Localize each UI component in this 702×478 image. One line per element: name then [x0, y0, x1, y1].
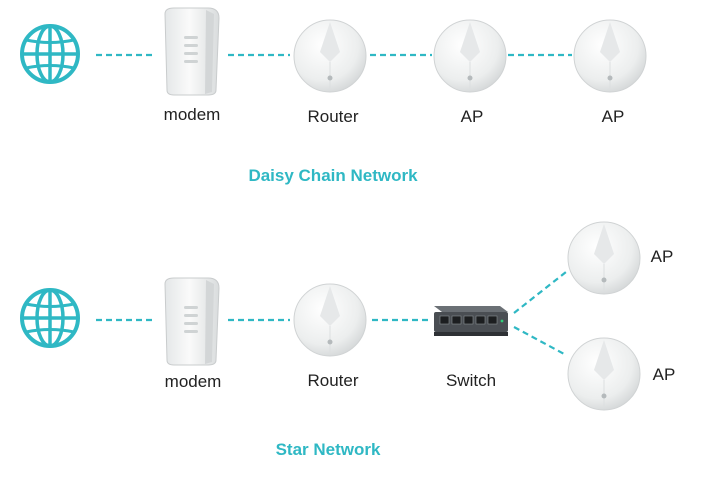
star-network-title: Star Network	[275, 440, 381, 459]
daisy-modem-label: modem	[163, 105, 221, 124]
star-network	[20, 221, 641, 411]
star-router-label: Router	[307, 371, 359, 390]
globe-icon	[20, 288, 80, 348]
star-switch-label: Switch	[445, 371, 497, 390]
daisy-ap1-label: AP	[460, 107, 484, 126]
router-icon	[293, 19, 367, 93]
router-icon	[293, 283, 367, 357]
daisy-chain-network	[20, 7, 647, 96]
star-ap-top-label: AP	[650, 247, 674, 266]
daisy-router-label: Router	[307, 107, 359, 126]
globe-icon	[20, 24, 80, 84]
switch-icon	[434, 306, 508, 336]
access-point-icon	[567, 221, 641, 295]
link-switch-ap-bottom	[513, 326, 567, 356]
modem-icon	[164, 277, 220, 366]
daisy-ap2-label: AP	[601, 107, 625, 126]
link-switch-ap-top	[513, 271, 567, 314]
access-point-icon	[433, 19, 507, 93]
daisy-chain-title: Daisy Chain Network	[248, 166, 418, 185]
access-point-icon	[567, 337, 641, 411]
star-modem-label: modem	[164, 372, 222, 391]
modem-icon	[164, 7, 220, 96]
access-point-icon	[573, 19, 647, 93]
star-ap-bottom-label: AP	[652, 365, 676, 384]
